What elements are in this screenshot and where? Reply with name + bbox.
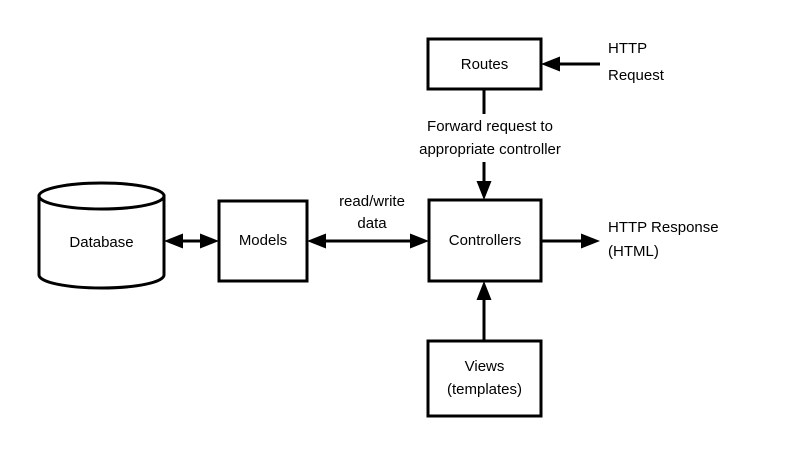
label-read-write-data: read/write data <box>339 193 405 232</box>
http-response-line1: HTTP Response <box>608 219 719 236</box>
arrow-head-into-http-response <box>581 233 600 249</box>
routes-box[interactable] <box>426 37 543 91</box>
views-label-line1: Views <box>465 358 505 375</box>
models-label: Models <box>239 232 287 249</box>
http-response-line2: (HTML) <box>608 243 659 260</box>
forward-request-line1: Forward request to <box>427 118 553 135</box>
arrow-head-into-models-left <box>200 233 219 249</box>
node-database[interactable]: Database <box>37 181 166 290</box>
controllers-box[interactable] <box>427 198 543 283</box>
edge-http-request-to-routes <box>541 56 600 72</box>
models-box[interactable] <box>217 199 309 283</box>
arrow-head-into-models-right <box>307 233 326 249</box>
node-views[interactable]: Views (templates) <box>426 339 543 418</box>
routes-label: Routes <box>461 56 509 73</box>
database-cylinder-top <box>37 181 166 211</box>
arrow-head-into-database <box>164 233 183 249</box>
label-http-request: HTTP Request <box>608 40 665 84</box>
arrow-head-into-controllers-top <box>476 181 492 200</box>
forward-request-line2: appropriate controller <box>419 141 561 158</box>
controllers-label: Controllers <box>449 232 522 249</box>
edge-models-to-controllers <box>307 233 429 249</box>
node-models[interactable]: Models <box>217 199 309 283</box>
views-box[interactable] <box>426 339 543 418</box>
label-forward-request: Forward request to appropriate controlle… <box>392 114 590 162</box>
views-label-line2: (templates) <box>447 381 522 398</box>
arrow-head-into-controllers-bottom <box>476 281 492 300</box>
edge-routes-to-controllers <box>476 89 492 200</box>
http-request-line1: HTTP <box>608 40 647 57</box>
edge-controllers-to-response <box>541 233 600 249</box>
read-write-line2: data <box>357 215 387 232</box>
edge-database-to-models <box>164 233 219 249</box>
node-routes[interactable]: Routes <box>426 37 543 91</box>
arrow-head-into-routes <box>541 56 560 72</box>
arrow-head-into-controllers-left <box>410 233 429 249</box>
read-write-line1: read/write <box>339 193 405 210</box>
database-cylinder-body[interactable] <box>37 194 166 290</box>
label-http-response: HTTP Response (HTML) <box>608 219 719 260</box>
http-request-line2: Request <box>608 67 665 84</box>
node-controllers[interactable]: Controllers <box>427 198 543 283</box>
edge-views-to-controllers <box>476 281 492 341</box>
forward-request-label-backdrop <box>392 114 590 162</box>
database-label: Database <box>69 234 133 251</box>
